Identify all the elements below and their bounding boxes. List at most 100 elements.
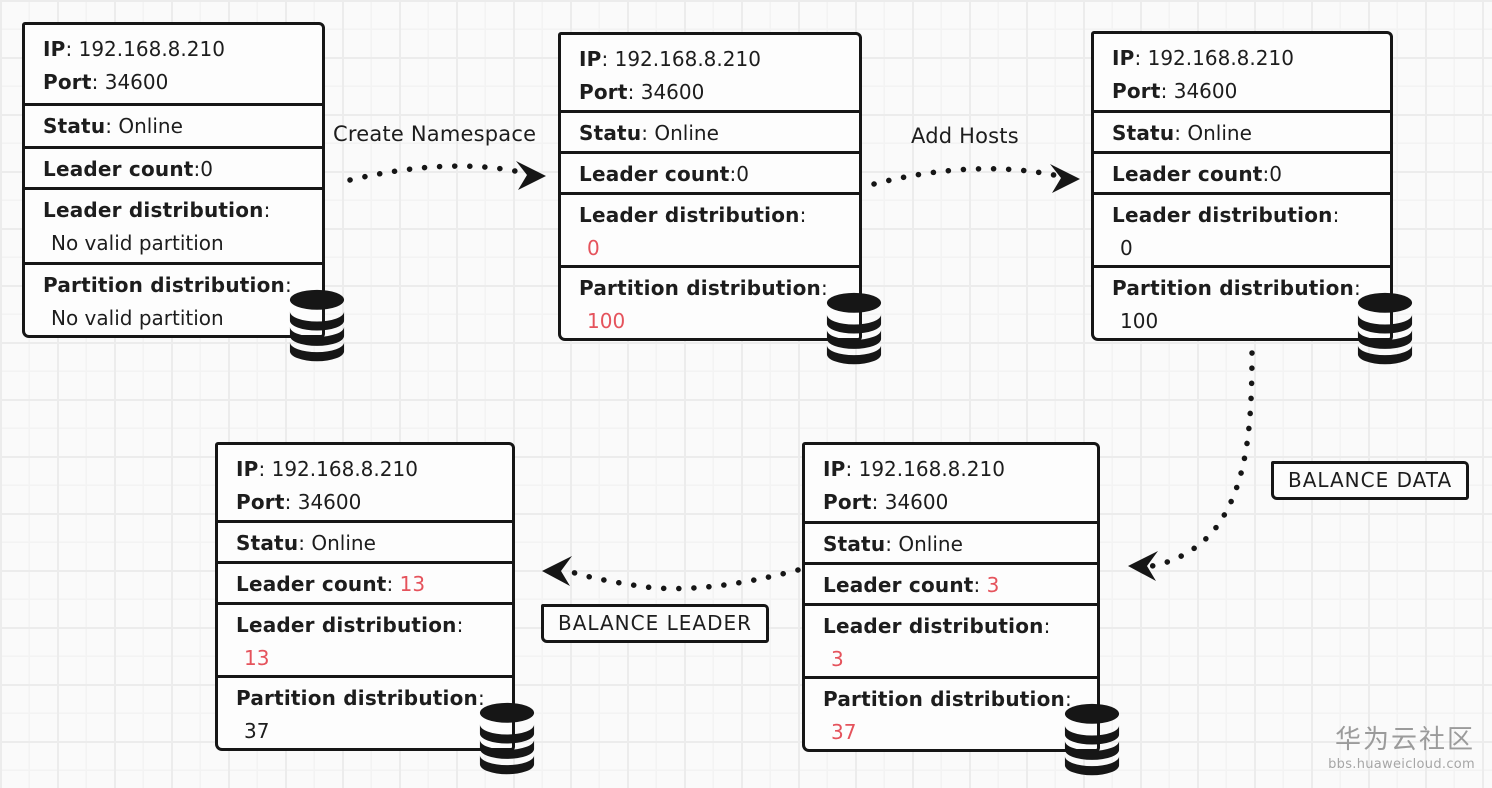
balance-leader-arrow [563, 567, 801, 592]
leader-distribution-value: 0 [587, 236, 600, 260]
ip-value: 192.168.8.210 [78, 37, 225, 61]
ip-value: 192.168.8.210 [271, 457, 418, 481]
partition-distribution-value: 100 [587, 309, 626, 333]
ip-label: IP [43, 37, 66, 61]
partition-distribution-label: Partition distribution [236, 686, 478, 710]
leader-count-value: 0 [200, 156, 214, 181]
port-value: 34600 [1173, 79, 1238, 103]
leader-count-row: Leader count: 13 [218, 561, 512, 602]
port-label: Port [236, 490, 285, 514]
database-icon [479, 702, 535, 775]
create-namespace-label: Create Namespace [333, 122, 537, 146]
port-line: Port: 34600 [823, 490, 949, 514]
ip-line: IP: 192.168.8.210 [823, 457, 1005, 481]
status-value: Online [311, 531, 376, 556]
status-label: Statu [823, 531, 886, 556]
leader-distribution-value: No valid partition [51, 231, 224, 256]
port-value: 34600 [104, 70, 169, 94]
leader-count-row: Leader count:0 [25, 145, 322, 188]
port-value: 34600 [297, 490, 362, 514]
ip-label: IP [236, 457, 259, 481]
add-hosts-arrow [871, 166, 1057, 187]
status-row: Statu: Online [25, 102, 322, 146]
node-state-box-3: IP: 192.168.8.210 Port: 34600 Statu: Onl… [1091, 31, 1413, 365]
ip-port-row: IP: 192.168.8.210 Port: 34600 [805, 445, 1097, 521]
status-label: Statu [579, 121, 642, 146]
ip-value: 192.168.8.210 [858, 457, 1005, 481]
status-label: Statu [1112, 120, 1175, 145]
create-namespace-arrowhead [516, 161, 546, 190]
leader-distribution-value: 3 [831, 647, 844, 671]
leader-distribution-value: 13 [244, 646, 270, 670]
partition-distribution-row: Partition distribution: 100 [561, 265, 859, 338]
add-hosts-label: Add Hosts [911, 124, 1019, 148]
partition-distribution-label: Partition distribution [823, 687, 1065, 711]
node-state-box-4: IP: 192.168.8.210 Port: 34600 Statu: Onl… [802, 442, 1120, 776]
leader-count-value: 3 [986, 573, 1000, 598]
status-row: Statu: Online [218, 520, 512, 561]
leader-distribution-label: Leader distribution [43, 198, 264, 223]
leader-count-label: Leader count [43, 156, 194, 181]
create-namespace-arrow [347, 163, 523, 183]
leader-distribution-row: Leader distribution: No valid partition [25, 187, 322, 262]
ip-value: 192.168.8.210 [614, 47, 761, 71]
node-state-box-1: IP: 192.168.8.210 Port: 34600 Statu: Onl… [22, 22, 345, 362]
balance-data-label: BALANCE DATA [1271, 461, 1470, 500]
leader-distribution-row: Leader distribution: 3 [805, 603, 1097, 676]
partition-distribution-row: Partition distribution: 37 [218, 675, 512, 748]
ip-label: IP [823, 457, 846, 481]
leader-distribution-label: Leader distribution [579, 203, 800, 227]
port-label: Port [579, 80, 628, 104]
leader-distribution-value: 0 [1120, 236, 1133, 260]
ip-port-row: IP: 192.168.8.210 Port: 34600 [218, 445, 512, 520]
status-value: Online [1187, 120, 1252, 145]
ip-line: IP: 192.168.8.210 [1112, 46, 1294, 70]
leader-distribution-label: Leader distribution [236, 613, 457, 637]
watermark-url: bbs.huaweicloud.com [1328, 757, 1475, 772]
leader-count-value: 0 [736, 162, 750, 187]
leader-count-label: Leader count [579, 162, 730, 187]
status-row: Statu: Online [561, 110, 859, 151]
status-row: Statu: Online [805, 520, 1097, 563]
leader-distribution-row: Leader distribution: 0 [561, 192, 859, 265]
database-icon [826, 292, 882, 365]
port-line: Port: 34600 [1112, 79, 1238, 103]
status-value: Online [898, 531, 963, 556]
ip-label: IP [579, 47, 602, 71]
partition-distribution-row: Partition distribution: No valid partiti… [25, 262, 322, 335]
balance-data-arrowhead [1128, 551, 1158, 581]
status-value: Online [654, 121, 719, 146]
partition-distribution-row: Partition distribution: 100 [1094, 265, 1390, 338]
leader-count-row: Leader count:0 [561, 151, 859, 192]
port-label: Port [823, 490, 872, 514]
leader-count-label: Leader count [823, 573, 974, 598]
partition-distribution-value: 37 [831, 720, 857, 744]
add-hosts-arrowhead [1050, 164, 1080, 193]
port-label: Port [43, 70, 92, 94]
balance-leader-arrowhead [542, 556, 572, 586]
ip-label: IP [1112, 46, 1135, 70]
port-value: 34600 [884, 490, 949, 514]
port-line: Port: 34600 [579, 80, 705, 104]
status-label: Statu [236, 531, 299, 556]
node-state-box-5: IP: 192.168.8.210 Port: 34600 Statu: Onl… [215, 442, 535, 775]
leader-count-row: Leader count: 3 [805, 562, 1097, 603]
balance-leader-label: BALANCE LEADER [541, 604, 769, 643]
partition-distribution-label: Partition distribution [579, 276, 821, 300]
leader-count-row: Leader count:0 [1094, 151, 1390, 192]
ip-line: IP: 192.168.8.210 [236, 457, 418, 481]
leader-distribution-row: Leader distribution: 13 [218, 602, 512, 675]
node-state-box-2: IP: 192.168.8.210 Port: 34600 Statu: Onl… [558, 32, 882, 365]
port-line: Port: 34600 [236, 490, 362, 514]
database-icon [1064, 703, 1120, 776]
partition-distribution-label: Partition distribution [1112, 276, 1354, 300]
ip-line: IP: 192.168.8.210 [579, 47, 761, 71]
leader-count-label: Leader count [236, 572, 387, 597]
status-value: Online [118, 113, 183, 138]
leader-distribution-row: Leader distribution: 0 [1094, 192, 1390, 265]
ip-value: 192.168.8.210 [1147, 46, 1294, 70]
leader-count-value: 13 [399, 572, 426, 597]
partition-distribution-value: No valid partition [51, 306, 224, 330]
leader-count-value: 0 [1269, 162, 1283, 187]
